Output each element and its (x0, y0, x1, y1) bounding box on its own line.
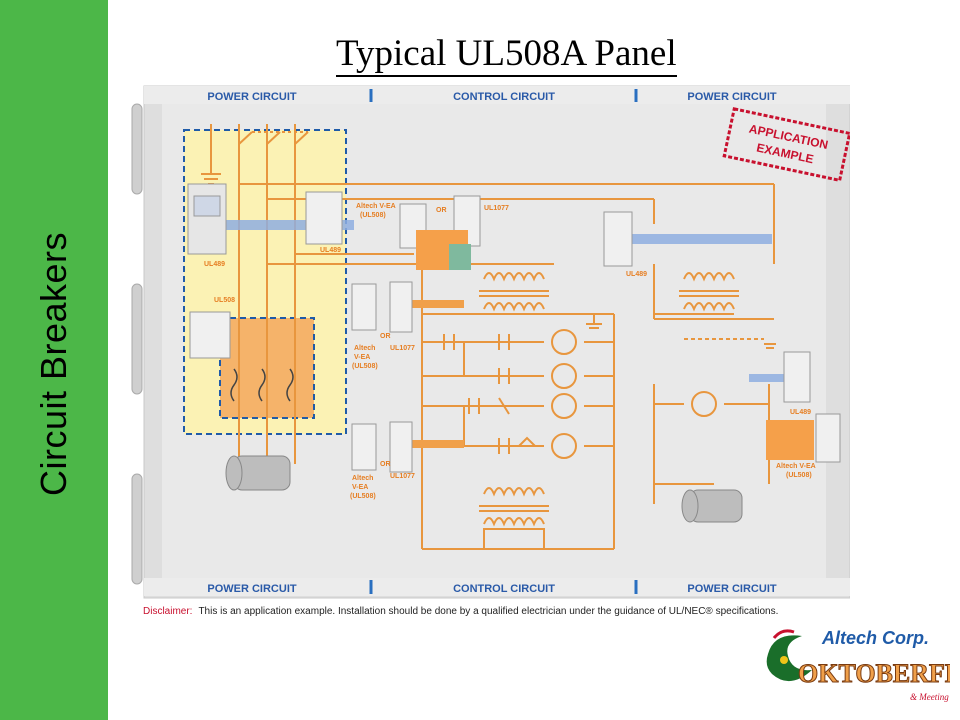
breaker-ul489-top (305, 191, 343, 245)
logo-brand: Altech Corp. (821, 628, 929, 648)
label-ul1077-mid: UL1077 (390, 345, 415, 352)
logo-tagline: & Meeting (910, 692, 949, 702)
label-altech-low-3: (UL508) (350, 493, 376, 500)
sidebar-title: Circuit Breakers (33, 231, 74, 497)
label-altech-right-2: (UL508) (786, 472, 812, 479)
header-top-control: CONTROL CIRCUIT (453, 91, 555, 103)
breaker-vea-top (399, 195, 481, 270)
label-ul1077-low: UL1077 (390, 473, 415, 480)
breaker-main (187, 183, 227, 255)
header-top-power-left: POWER CIRCUIT (207, 91, 297, 103)
label-or-mid: OR (380, 333, 391, 340)
label-ul489-b: UL489 (320, 247, 341, 254)
label-ul489-a: UL489 (204, 261, 225, 268)
motor-right (681, 489, 743, 523)
altech-oktoberfest-logo: Altech Corp. OKTOBERFEST & Meeting (766, 628, 950, 702)
label-vea-top-1: Altech V-EA (356, 203, 396, 210)
dragon-logo-icon (766, 635, 812, 682)
label-or-low: OR (380, 461, 391, 468)
ul508a-panel-diagram: POWER CIRCUIT CONTROL CIRCUIT POWER CIRC… (124, 84, 850, 604)
page-title: Typical UL508A Panel (336, 34, 677, 77)
disclaimer: Disclaimer: This is an application exampl… (143, 606, 778, 617)
breaker-vea-right (766, 413, 841, 463)
label-altech-low-2: V-EA (352, 484, 368, 491)
label-ul489-d: UL489 (790, 409, 811, 416)
breaker-ul489-right-low (783, 351, 811, 403)
breaker-ul508 (189, 311, 231, 359)
label-altech-mid-2: V-EA (354, 354, 370, 361)
label-altech-mid-3: (UL508) (352, 363, 378, 370)
header-bottom-power-right: POWER CIRCUIT (687, 583, 777, 595)
breaker-vea-mid (351, 281, 413, 333)
header-bar-top (144, 86, 850, 104)
breaker-vea-low (351, 421, 413, 473)
header-bar-bottom (144, 578, 850, 596)
disclaimer-label: Disclaimer: (143, 606, 193, 617)
header-bottom-control: CONTROL CIRCUIT (453, 583, 555, 595)
label-altech-low-1: Altech (352, 475, 373, 482)
label-ul508: UL508 (214, 297, 235, 304)
label-altech-right-1: Altech V-EA (776, 463, 816, 470)
breaker-ul489-right-top (603, 211, 633, 267)
disclaimer-text: This is an application example. Installa… (198, 606, 779, 617)
header-bottom-power-left: POWER CIRCUIT (207, 583, 297, 595)
label-ul1077-top: UL1077 (484, 205, 509, 212)
logo-event: OKTOBERFEST (798, 659, 950, 688)
label-ul489-c: UL489 (626, 271, 647, 278)
header-top-power-right: POWER CIRCUIT (687, 91, 777, 103)
label-altech-mid-1: Altech (354, 345, 375, 352)
sidebar: Circuit Breakers (0, 0, 108, 720)
motor-left (225, 455, 291, 491)
label-or-top: OR (436, 207, 447, 214)
label-vea-top-2: (UL508) (360, 212, 386, 219)
